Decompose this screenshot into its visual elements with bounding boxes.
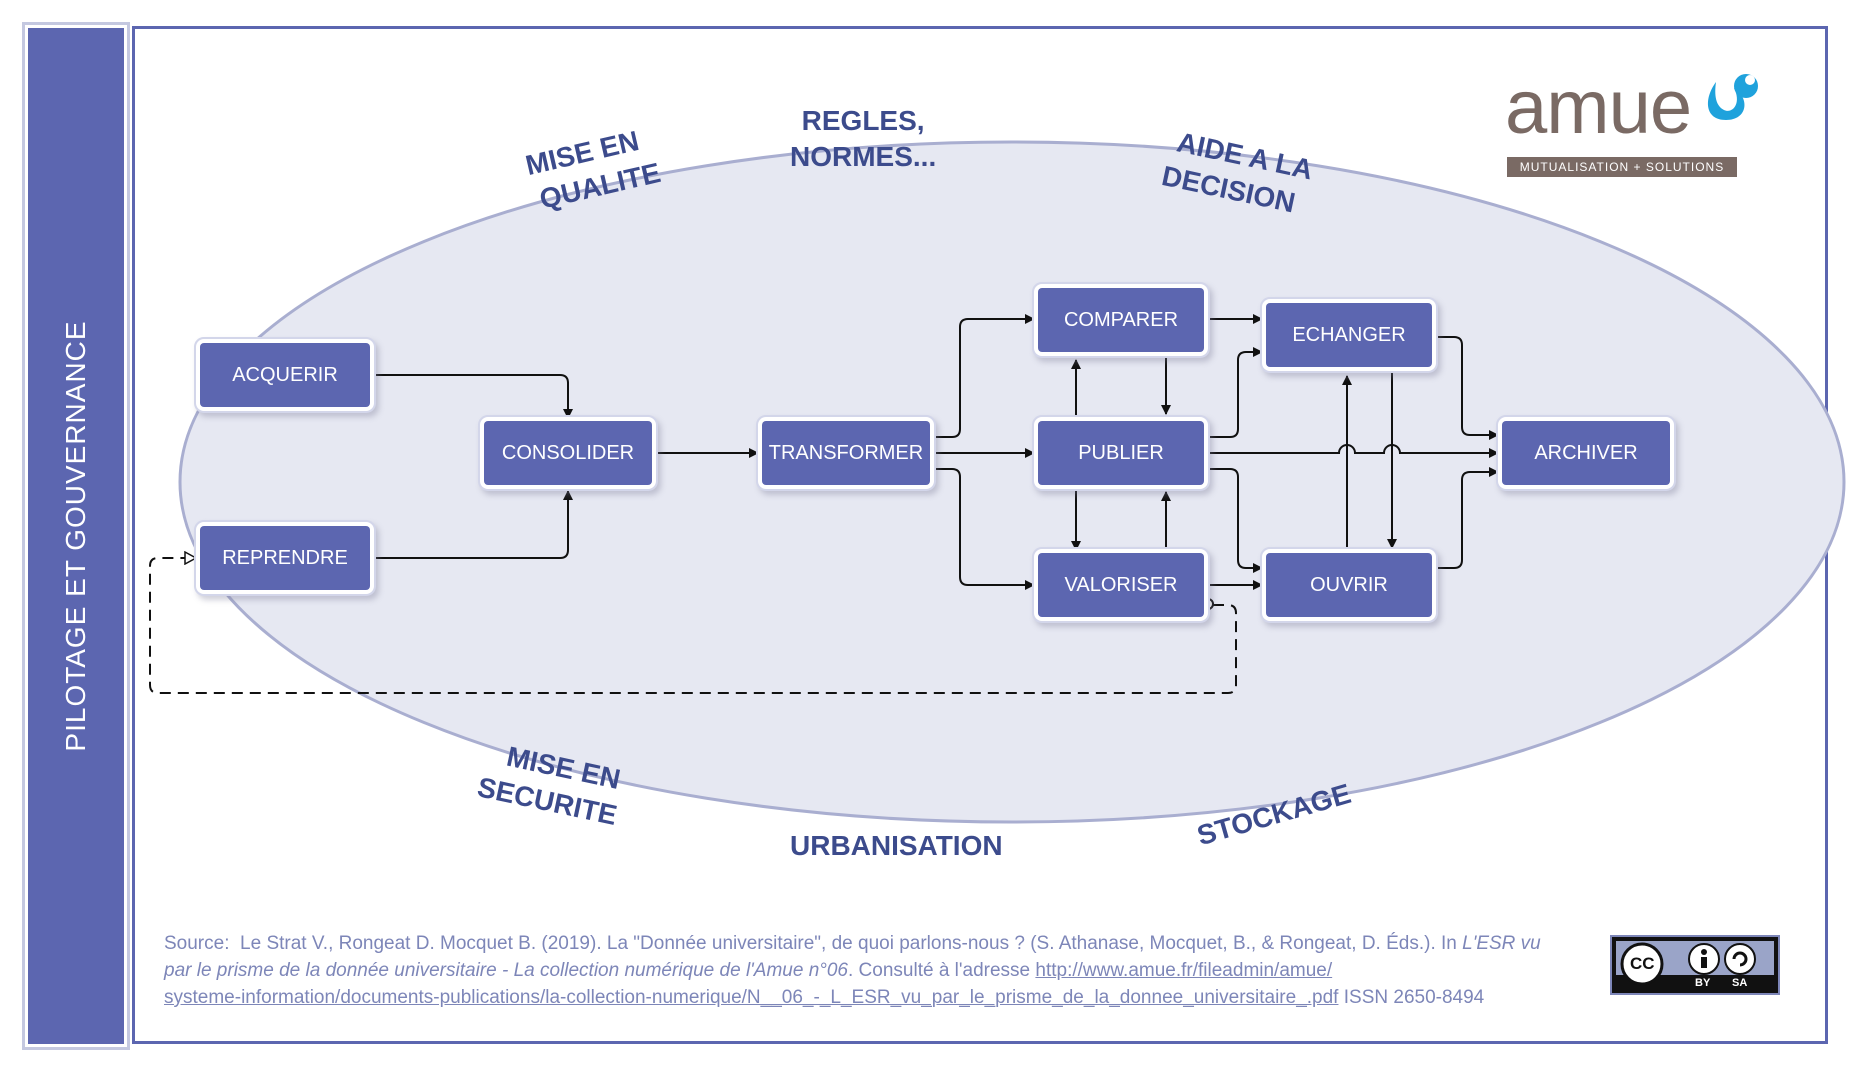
sa-share-icon [1724,943,1756,975]
source-link[interactable]: http://www.amue.fr/fileadmin/amue/ [1035,960,1333,981]
edge-publier-ouvrir [1208,468,1263,573]
feedback-loop-origin [1202,598,1214,610]
cc-icon [1620,942,1664,986]
label-regles-normes: REGLES, NORMES... [790,105,937,173]
edge-feedback-loop [149,558,1237,694]
source-link-continued[interactable]: systeme-information/documents-publicatio… [164,987,1339,1008]
edge-transformer-comparer [934,314,1035,438]
node-reprendre: REPRENDRE [200,526,370,590]
logo-tagline: MUTUALISATION + SOLUTIONS [1507,157,1737,177]
node-echanger: ECHANGER [1266,303,1432,367]
node-consolider: CONSOLIDER [484,421,652,485]
edge-ouvrir-archiver [1435,467,1499,569]
connectors [149,314,1499,694]
node-publier: PUBLIER [1038,421,1204,485]
source-citation: Source: Le Strat V., Rongeat D. Mocquet … [164,933,1541,1008]
node-valoriser: VALORISER [1038,553,1204,617]
amue-logo: amue [1505,65,1692,150]
edge-publier-archiver [1208,444,1499,458]
node-transformer: TRANSFORMER [762,421,930,485]
edge-acquerir-consolider [372,374,573,419]
logo-drop-icon [1707,74,1758,120]
label-urbanisation: URBANISATION [790,830,1003,861]
edge-transformer-valoriser [934,468,1035,590]
edge-reprendre-consolider [372,490,573,559]
cc-license-badge: CC BY SA [1610,935,1780,995]
node-ouvrir: OUVRIR [1266,553,1432,617]
edge-echanger-archiver [1435,336,1499,440]
sidebar: PILOTAGE ET GOUVERNANCE [28,28,124,1044]
node-comparer: COMPARER [1038,288,1204,352]
node-acquerir: ACQUERIR [200,343,370,407]
edge-publier-echanger [1208,347,1263,438]
node-archiver: ARCHIVER [1502,421,1670,485]
